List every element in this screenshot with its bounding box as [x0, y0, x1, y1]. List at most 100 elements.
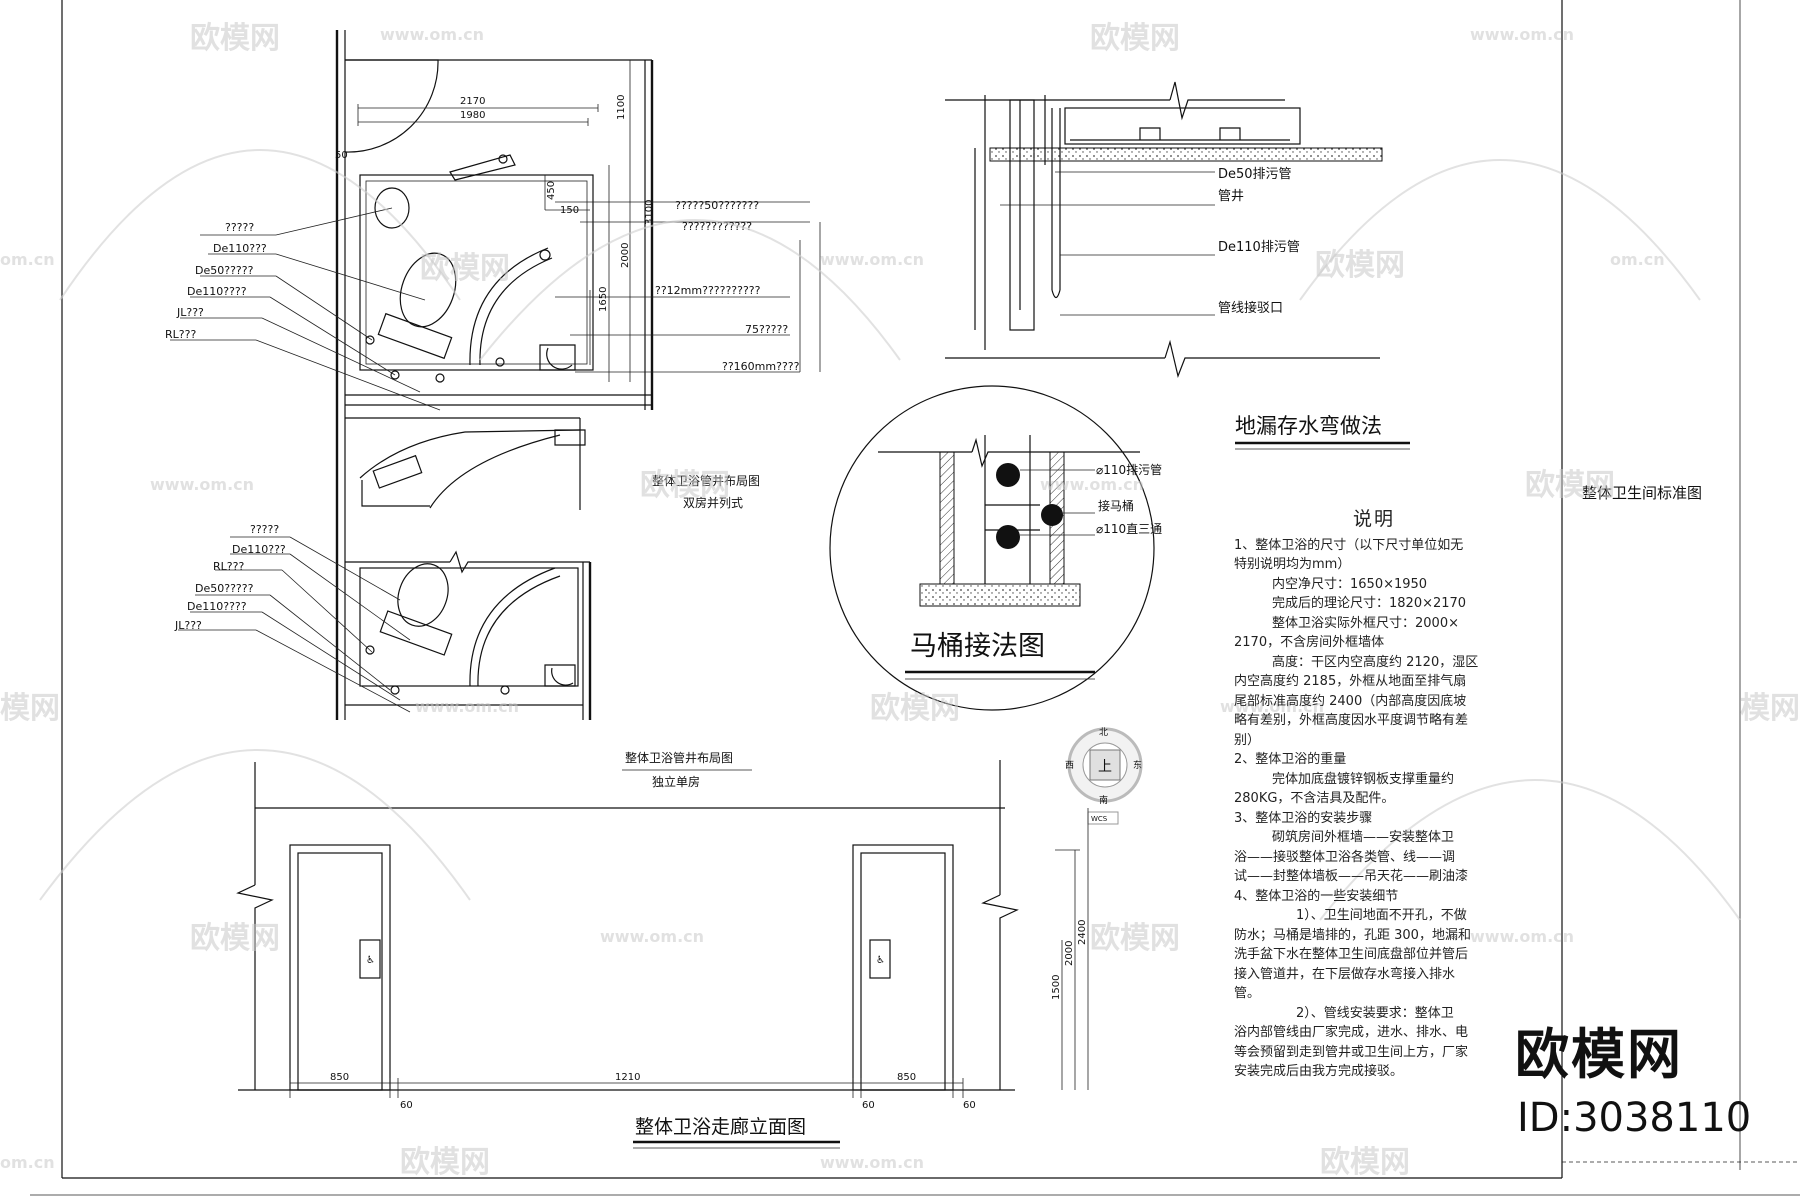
notes-line: 高度：干区内空高度约 2120，湿区 [1272, 654, 1479, 670]
drain-label-de110: De110排污管 [1218, 240, 1300, 255]
dim-3100: 3100 [644, 200, 655, 225]
plan-label-top-0: ????? [225, 221, 254, 234]
plan-double-room: 2170 1980 1100 50 450 150 3100 2000 1650… [165, 30, 821, 720]
toilet-label-tee: ⌀110直三通 [1096, 522, 1162, 536]
watermark-brand: 欧模网 [190, 921, 280, 956]
notes-line: 尾部标准高度约 2400（内部高度因底坡 [1234, 693, 1467, 709]
plan-callout-4: ??160mm???? [722, 360, 800, 373]
plan-single-title: 整体卫浴管井布局图 [625, 750, 733, 765]
dim-2000: 2000 [620, 243, 631, 268]
dim-2170: 2170 [460, 96, 485, 107]
watermark-site: www.om.cn [1470, 927, 1574, 946]
drain-label-connector: 管线接驳口 [1218, 300, 1283, 316]
notes-line: 安装完成后由我方完成接驳。 [1234, 1064, 1404, 1079]
notes-line: 防水；马桶是墙排的，孔距 300，地漏和 [1234, 927, 1471, 943]
watermark-site: www.om.cn [1470, 25, 1574, 44]
notes-line: 等会预留到走到管井或卫生间上方，厂家 [1234, 1044, 1469, 1060]
watermark-site: www.om.cn [380, 25, 484, 44]
watermark-short: om.cn [0, 1153, 55, 1172]
notes-line: 接入管道井，在下层做存水弯接入排水 [1234, 966, 1456, 982]
corridor-title: 整体卫浴走廊立面图 [635, 1116, 806, 1138]
notes-line: 3、整体卫浴的安装步骤 [1234, 810, 1373, 826]
compass-west[interactable]: 西 [1065, 760, 1074, 771]
dim-60-right: 60 [963, 1100, 976, 1111]
plan-callout-0: ?????50??????? [675, 199, 759, 212]
notes-line: 别） [1234, 732, 1261, 748]
compass-widget[interactable]: 上 北 南 东 西 WCS [1065, 727, 1143, 825]
dim-1650: 1650 [598, 287, 609, 312]
dim-850-right: 850 [897, 1072, 916, 1083]
notes-title: 说明 [1352, 508, 1395, 530]
plan-label-top-1: De110??? [213, 242, 267, 255]
door-handle-right: ♿ [876, 955, 885, 966]
watermark-brand: 欧模网 [1090, 921, 1180, 956]
dim-1100: 1100 [616, 95, 627, 120]
watermark-partial: 模网 [1740, 691, 1800, 726]
watermark-site: www.om.cn [1220, 697, 1324, 716]
compass-wcs[interactable]: WCS [1091, 815, 1108, 823]
dim-1500: 1500 [1051, 975, 1062, 1000]
notes-line: 1）、卫生间地面不开孔，不做 [1296, 908, 1467, 923]
toilet-label-pipe: ⌀110排污管 [1096, 462, 1162, 477]
corridor-elevation: ♿ ♿ 850 60 1210 60 850 60 1500 2000 2400… [236, 760, 1089, 1149]
dim-850-left: 850 [330, 1072, 349, 1083]
plan-label-top-4: JL??? [176, 306, 204, 319]
compass-east[interactable]: 东 [1133, 759, 1142, 771]
watermark-site: www.om.cn [820, 1153, 924, 1172]
watermark-site: www.om.cn [820, 250, 924, 269]
notes-line: 管。 [1234, 986, 1261, 1001]
plan-label-top-2: De50????? [195, 264, 254, 277]
notes-line: 浴——接驳整体卫浴各类管、线——调 [1234, 849, 1456, 865]
brand-logo-text: 欧模网 [1515, 1023, 1683, 1086]
dim-150: 150 [560, 205, 579, 216]
sheet-side-title: 整体卫生间标准图 [1582, 484, 1702, 502]
notes-line: 内空高度约 2185，外框从地面至排气扇 [1234, 674, 1467, 689]
watermark-brand: 欧模网 [400, 1145, 490, 1180]
notes-line: 砌筑房间外框墙——安装整体卫 [1272, 830, 1455, 845]
notes-line: 试——封整体墙板——吊天花——刷油漆 [1234, 869, 1469, 884]
floor-drain-title: 地漏存水弯做法 [1235, 414, 1382, 438]
notes-line: 整体卫浴实际外框尺寸：2000× [1272, 615, 1459, 631]
watermark-brand: 欧模网 [420, 251, 510, 286]
watermark-brand: 欧模网 [1525, 468, 1615, 503]
compass-center[interactable]: 上 [1098, 759, 1112, 775]
notes-line: 洗手盆下水在整体卫生间底盘部位并管后 [1234, 947, 1469, 962]
watermark-short: om.cn [0, 250, 55, 269]
watermark-brand: 欧模网 [640, 468, 730, 503]
plan-label-top-3: De110???? [187, 285, 247, 298]
dim-450: 450 [546, 181, 557, 200]
watermark-layer: 欧模网 www.om.cn 欧模网 www.om.cn 欧模网 om.cn ww… [0, 21, 1800, 1180]
floor-drain-detail: De50排污管 管井 De110排污管 管线接驳口 地漏存水弯做法 [945, 81, 1410, 450]
notes-line: 2）、管线安装要求：整体卫 [1296, 1005, 1454, 1021]
watermark-brand: 欧模网 [190, 21, 280, 56]
watermark-site: www.om.cn [1040, 475, 1144, 494]
dim-2400: 2400 [1077, 920, 1088, 945]
notes-line: 完体加底盘镀锌钢板支撑重量约 [1272, 771, 1455, 787]
plan-double-subtitle: 双房并列式 [683, 495, 743, 510]
dim-60-left: 60 [400, 1100, 413, 1111]
notes-line: 2170，不含房间外框墙体 [1234, 635, 1385, 650]
dim-60-mid: 60 [862, 1100, 875, 1111]
plan-label-bottom-4: De110???? [187, 600, 247, 613]
notes-line: 内空净尺寸：1650×1950 [1272, 576, 1428, 592]
compass-north[interactable]: 北 [1099, 727, 1108, 738]
dim-2000-h: 2000 [1064, 941, 1075, 966]
plan-label-bottom-3: De50????? [195, 582, 254, 595]
notes-panel: 说明 1、整体卫浴的尺寸（以下尺寸单位如无特别说明均为mm）内空净尺寸：1650… [1234, 508, 1514, 1082]
plan-callout-1: ???????????? [682, 220, 752, 233]
notes-line: 2、整体卫浴的重量 [1234, 752, 1347, 767]
brand-id: ID:3038110 [1517, 1095, 1752, 1141]
notes-line: 略有差别，外框高度因水平度调节略有差 [1234, 713, 1469, 728]
notes-line: 280KG，不含洁具及配件。 [1234, 791, 1395, 806]
watermark-site: www.om.cn [150, 475, 254, 494]
notes-line: 特别说明均为mm） [1234, 557, 1351, 572]
notes-line: 浴内部管线由厂家完成，进水、排水、电 [1234, 1025, 1469, 1040]
plan-label-bottom-2: RL??? [213, 560, 244, 573]
dim-1210: 1210 [615, 1072, 640, 1083]
drain-label-de50: De50排污管 [1218, 167, 1292, 182]
watermark-site: www.om.cn [600, 927, 704, 946]
door-handle-left: ♿ [366, 955, 375, 966]
compass-south[interactable]: 南 [1099, 794, 1108, 806]
watermark-brand: 欧模网 [870, 691, 960, 726]
watermark-short: om.cn [1610, 250, 1665, 269]
